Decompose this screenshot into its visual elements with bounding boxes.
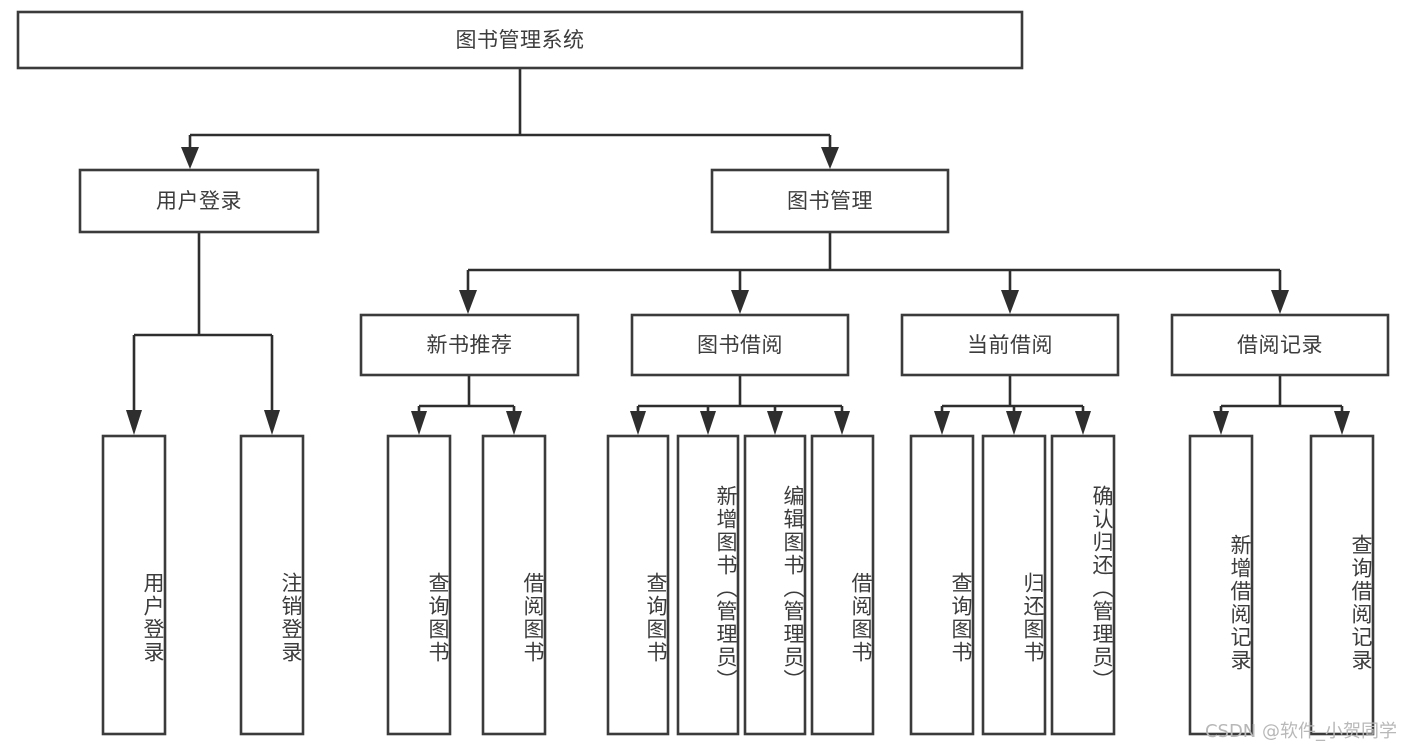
node-box-leaf-borrow-book-2[interactable] [810,434,875,736]
node-book-manage[interactable] [712,170,948,232]
node-box-current-borrow[interactable] [900,313,1120,377]
node-borrow-record[interactable] [1172,315,1388,375]
node-box-book-manage[interactable] [710,168,950,234]
node-box-leaf-query-book-2[interactable] [606,434,670,736]
connector-userlogin-to-leaves [126,232,280,435]
csdn-watermark: CSDN @软件_小贺同学 [1204,721,1397,742]
node-root[interactable] [18,12,1022,68]
node-box-borrow-record[interactable] [1170,313,1390,377]
node-box-leaf-add-record[interactable] [1188,434,1254,736]
node-leaf-query-record[interactable] [1311,436,1373,734]
node-box-new-book-recommend[interactable] [359,313,580,377]
node-box-user-login[interactable] [78,168,320,234]
connector-root-to-level2 [181,68,839,169]
connector-newbook-to-leaves [411,375,522,435]
node-user-login[interactable] [80,170,318,232]
node-leaf-return-book[interactable] [983,436,1045,734]
connector-bookborrow-to-leaves [630,375,850,435]
node-leaf-edit-book[interactable] [745,436,805,734]
node-leaf-add-book[interactable] [678,436,738,734]
node-leaf-logout[interactable] [241,436,303,734]
node-box-leaf-confirm-return[interactable] [1050,434,1116,736]
connector-currentborrow-to-leaves [934,375,1091,435]
node-leaf-borrow-book-1[interactable] [483,436,545,734]
node-leaf-user-login[interactable] [103,436,165,734]
node-book-borrow[interactable] [632,315,848,375]
node-leaf-query-book-3[interactable] [911,436,973,734]
node-leaf-borrow-book-2[interactable] [812,436,873,734]
node-box-root[interactable] [16,10,1024,70]
connector-borrowrecord-to-leaves [1213,375,1350,435]
node-box-leaf-borrow-book-1[interactable] [481,434,547,736]
node-box-book-borrow[interactable] [630,313,850,377]
node-box-leaf-edit-book[interactable] [743,434,807,736]
node-box-leaf-add-book[interactable] [676,434,740,736]
node-leaf-query-book-2[interactable] [608,436,668,734]
node-leaf-query-book-1[interactable] [388,436,450,734]
node-box-leaf-return-book[interactable] [981,434,1047,736]
node-current-borrow[interactable] [902,315,1118,375]
node-box-leaf-query-book-1[interactable] [386,434,452,736]
node-leaf-confirm-return[interactable] [1052,436,1114,734]
node-box-leaf-logout[interactable] [239,434,305,736]
node-box-leaf-query-book-3[interactable] [909,434,975,736]
node-leaf-add-record[interactable] [1190,436,1252,734]
node-new-book-recommend[interactable] [361,315,578,375]
node-box-leaf-user-login[interactable] [101,434,167,736]
node-box-leaf-query-record[interactable] [1309,434,1375,736]
connector-bookmanage-to-level3 [459,232,1289,314]
